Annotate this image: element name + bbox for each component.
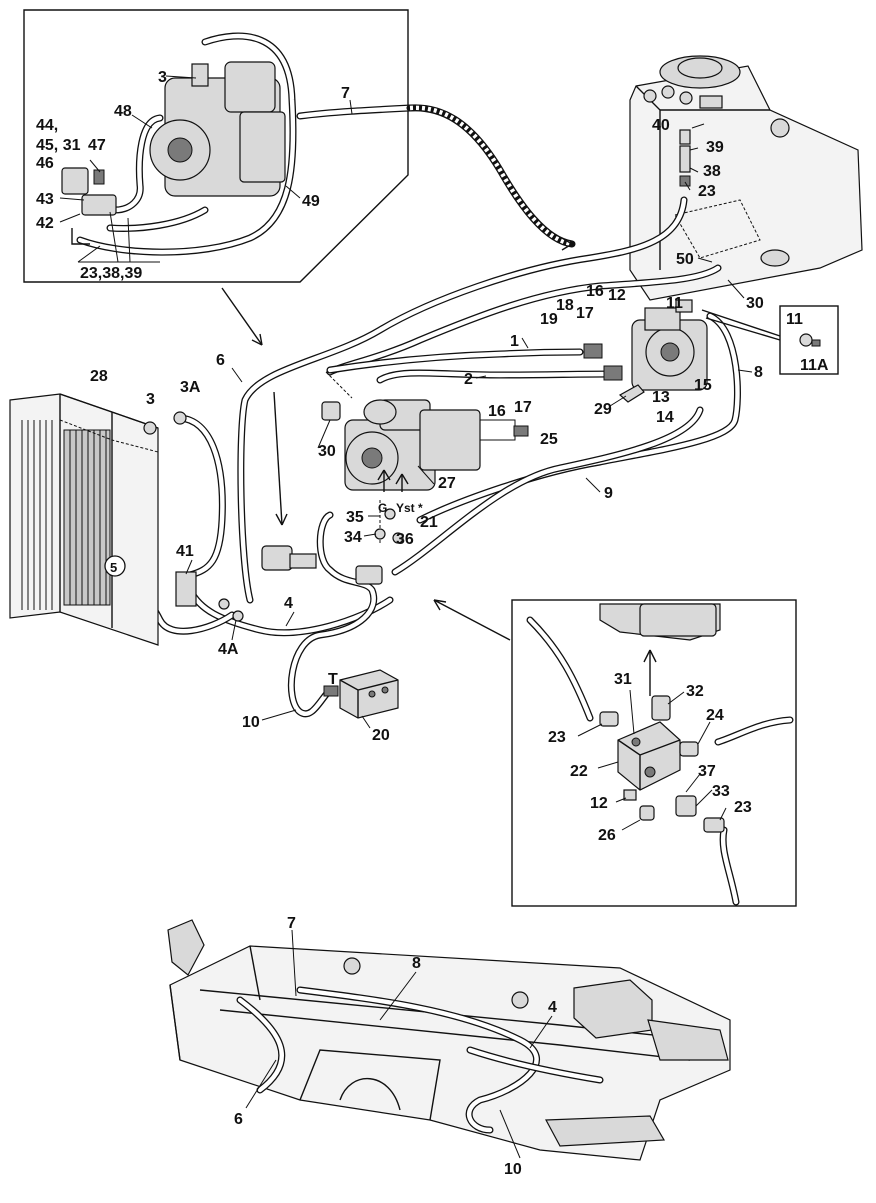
port-label-t: T xyxy=(328,671,338,688)
oil-cooler-28 xyxy=(9,393,187,646)
callout-25: 25 xyxy=(540,431,558,448)
callout-39: 39 xyxy=(706,139,724,156)
detail-callout-26: 26 xyxy=(598,827,616,844)
callout-11: 11 xyxy=(666,295,683,312)
callout-16-mid: 16 xyxy=(488,403,506,420)
callout-5: 5 xyxy=(110,560,117,575)
callout-3a: 3A xyxy=(180,379,201,396)
callout-14: 14 xyxy=(656,409,674,426)
callout-29: 29 xyxy=(594,401,612,418)
inset-manifold-detail xyxy=(511,599,797,907)
callout-19: 19 xyxy=(540,311,558,328)
detail-callout-33: 33 xyxy=(712,783,730,800)
detail-callout-24: 24 xyxy=(706,707,724,724)
callout-6: 6 xyxy=(216,352,225,369)
detail-callout-23a: 23 xyxy=(548,729,566,746)
callout-3-top: 3 xyxy=(158,69,167,86)
callout-28: 28 xyxy=(90,368,108,385)
detail-callout-12: 12 xyxy=(590,795,608,812)
callout-43: 43 xyxy=(36,191,54,208)
bottom-callout-6: 6 xyxy=(234,1111,243,1128)
callout-11a: 11A xyxy=(800,357,829,374)
callout-49: 49 xyxy=(302,193,320,210)
detail-callout-32: 32 xyxy=(686,683,704,700)
callout-23-38-39: 23,38,39 xyxy=(80,265,142,282)
detail-callout-22: 22 xyxy=(570,763,588,780)
callout-16-top: 16 xyxy=(586,283,604,300)
callout-40: 40 xyxy=(652,117,670,134)
main-hose-routing xyxy=(118,196,741,718)
callout-9: 9 xyxy=(604,485,613,502)
callout-18: 18 xyxy=(556,297,574,314)
inset-pump-detail xyxy=(23,9,414,283)
detail-callout-37: 37 xyxy=(698,763,716,780)
bottom-callout-4: 4 xyxy=(548,999,557,1016)
callout-2: 2 xyxy=(464,371,473,388)
valve-block-20 xyxy=(323,669,399,719)
callout-34: 34 xyxy=(344,529,362,546)
callout-46: 46 xyxy=(36,155,54,172)
callout-23-tank: 23 xyxy=(698,183,716,200)
callout-20: 20 xyxy=(372,727,390,744)
callout-30-mid: 30 xyxy=(318,443,336,460)
callout-1: 1 xyxy=(510,333,519,350)
callout-44: 44, xyxy=(36,117,58,134)
callout-12-top: 12 xyxy=(608,287,626,304)
chassis-frame xyxy=(167,919,731,1161)
callout-4a: 4A xyxy=(218,641,239,658)
detail-callout-23b: 23 xyxy=(734,799,752,816)
callout-17-top: 17 xyxy=(576,305,594,322)
detail-callout-31: 31 xyxy=(614,671,632,688)
callout-17-mid: 17 xyxy=(514,399,532,416)
callout-11-box: 11 xyxy=(786,311,803,328)
hydraulic-tank xyxy=(629,55,863,301)
port-label-g: G xyxy=(378,501,387,515)
port-label-yst: Yst * xyxy=(396,501,423,515)
callout-7-top: 7 xyxy=(341,85,350,102)
callout-35: 35 xyxy=(346,509,364,526)
callout-42: 42 xyxy=(36,215,54,232)
callout-41: 41 xyxy=(176,543,194,560)
callout-8: 8 xyxy=(754,364,763,381)
callout-27: 27 xyxy=(438,475,456,492)
bottom-callout-7: 7 xyxy=(287,915,296,932)
callout-36: 36 xyxy=(396,531,414,548)
main-pump-27 xyxy=(321,399,516,492)
callout-45-31: 45, 31 xyxy=(36,137,81,154)
callout-15: 15 xyxy=(694,377,712,394)
callout-3-left: 3 xyxy=(146,391,155,408)
callout-30-right: 30 xyxy=(746,295,764,312)
callout-47: 47 xyxy=(88,137,106,154)
callout-21: 21 xyxy=(420,514,438,531)
callout-4: 4 xyxy=(284,595,293,612)
callout-5-circle xyxy=(104,555,126,577)
bottom-callout-10: 10 xyxy=(504,1161,522,1178)
callout-48: 48 xyxy=(114,103,132,120)
callout-50: 50 xyxy=(676,251,694,268)
callout-10: 10 xyxy=(242,714,260,731)
callout-38: 38 xyxy=(703,163,721,180)
callout-13: 13 xyxy=(652,389,670,406)
pump-29 xyxy=(583,299,708,403)
bottom-callout-8: 8 xyxy=(412,955,421,972)
